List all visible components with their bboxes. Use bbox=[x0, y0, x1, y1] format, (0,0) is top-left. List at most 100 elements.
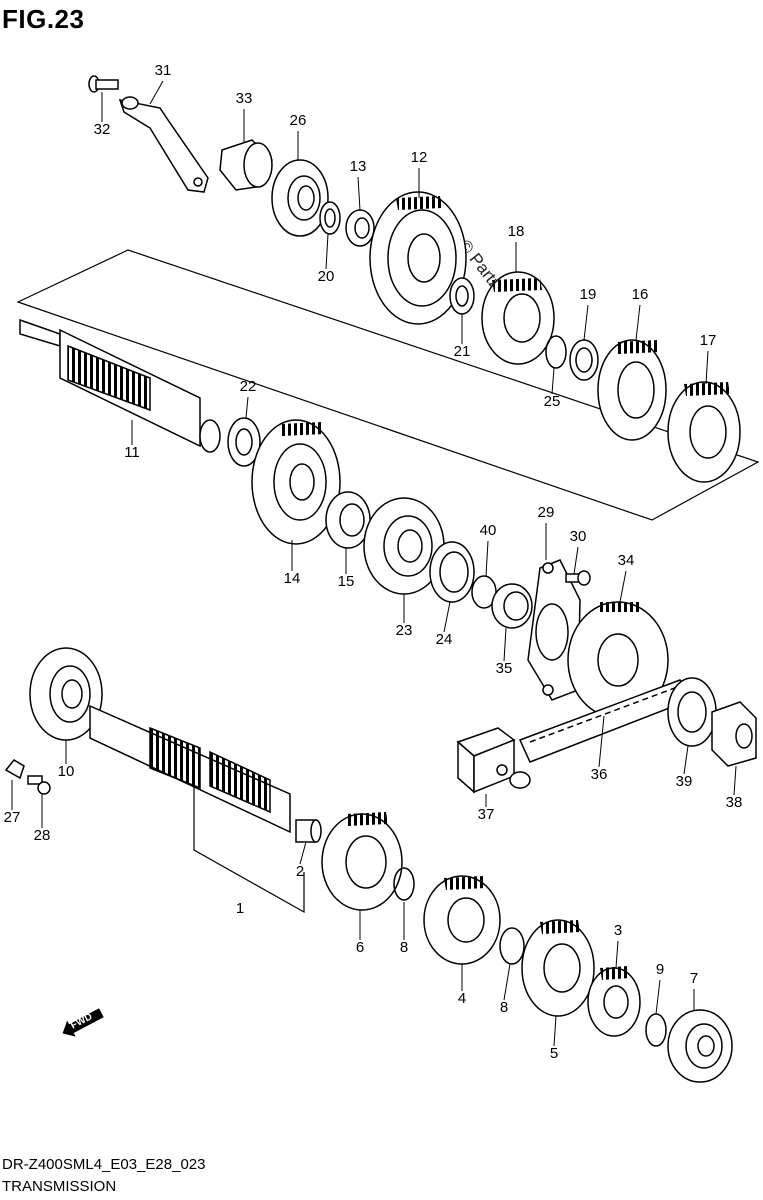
callout-20: 20 bbox=[318, 268, 335, 285]
leader-line-16 bbox=[635, 304, 641, 341]
callout-33: 33 bbox=[236, 90, 253, 107]
diagram-code: DR-Z400SML4_E03_E28_023 bbox=[2, 1156, 206, 1173]
callout-40: 40 bbox=[480, 522, 497, 539]
callout-15: 15 bbox=[338, 573, 355, 590]
part-bolt-32 bbox=[88, 75, 119, 93]
part-gear-18 bbox=[481, 271, 555, 365]
callout-26: 26 bbox=[290, 112, 307, 129]
callout-39: 39 bbox=[676, 773, 693, 790]
callout-21: 21 bbox=[454, 343, 471, 360]
part-bushing-15 bbox=[325, 491, 371, 549]
part-gear-6 bbox=[321, 812, 403, 911]
part-countershaft-11 bbox=[19, 318, 221, 453]
callout-25: 25 bbox=[544, 393, 561, 410]
part-gear-5 bbox=[521, 919, 595, 1017]
leader-line-24 bbox=[443, 601, 451, 633]
part-gear-14 bbox=[251, 419, 341, 545]
fwd-arrow-icon bbox=[62, 1008, 104, 1037]
fwd-arrow: FWD bbox=[58, 1005, 105, 1042]
leader-line-25 bbox=[551, 367, 555, 395]
callout-11: 11 bbox=[124, 444, 140, 461]
callout-4: 4 bbox=[458, 990, 466, 1007]
callout-3: 3 bbox=[614, 922, 622, 939]
part-screw-28 bbox=[27, 775, 51, 795]
part-gear-17 bbox=[667, 381, 741, 483]
callout-19: 19 bbox=[580, 286, 597, 303]
leader-line-8 bbox=[503, 963, 511, 1001]
part-gear-12 bbox=[369, 191, 467, 325]
part-lever-31 bbox=[118, 96, 209, 193]
callout-10: 10 bbox=[58, 763, 75, 780]
part-spacer-35 bbox=[491, 583, 533, 629]
callout-2: 2 bbox=[296, 863, 304, 880]
part-bearing-26 bbox=[271, 159, 329, 237]
part-nut-27 bbox=[4, 759, 25, 780]
callout-17: 17 bbox=[700, 332, 717, 349]
part-joint-37 bbox=[456, 727, 531, 794]
part-bearing-23 bbox=[363, 497, 445, 595]
part-bolt-30 bbox=[565, 570, 591, 586]
leader-line-40 bbox=[485, 540, 489, 577]
callout-5: 5 bbox=[550, 1045, 558, 1062]
leader-line-35 bbox=[503, 627, 507, 662]
part-bushing-2 bbox=[295, 819, 322, 843]
callout-1: 1 bbox=[236, 900, 244, 917]
part-bearing-7 bbox=[667, 1009, 733, 1083]
bracket-part-1 bbox=[193, 786, 305, 914]
callout-36: 36 bbox=[591, 766, 608, 783]
leader-line-5 bbox=[553, 1015, 557, 1047]
diagram-name: TRANSMISSION bbox=[2, 1178, 117, 1195]
leader-line-36 bbox=[598, 715, 605, 768]
leader-line-3 bbox=[615, 940, 619, 969]
leader-line-2 bbox=[299, 841, 307, 865]
callout-9: 9 bbox=[656, 961, 664, 978]
leader-line-31 bbox=[149, 80, 164, 105]
part-nut-38 bbox=[711, 701, 757, 767]
leader-line-20 bbox=[325, 233, 329, 270]
part-circlip-9 bbox=[645, 1013, 667, 1047]
callout-14: 14 bbox=[284, 570, 301, 587]
part-washer-22 bbox=[227, 417, 261, 467]
leader-line-39 bbox=[683, 745, 689, 775]
callout-16: 16 bbox=[632, 286, 649, 303]
part-washer-21 bbox=[449, 277, 475, 315]
callout-31: 31 bbox=[155, 62, 172, 79]
part-bearing-10 bbox=[29, 647, 103, 741]
leader-line-22 bbox=[245, 396, 249, 419]
part-circlip-8-lower bbox=[499, 927, 525, 965]
part-seal-24 bbox=[429, 541, 475, 603]
callout-38: 38 bbox=[726, 794, 743, 811]
callout-8: 8 bbox=[400, 939, 408, 956]
callout-24: 24 bbox=[436, 631, 453, 648]
part-lock-washer-39 bbox=[667, 677, 717, 747]
leader-line-34 bbox=[619, 570, 627, 603]
callout-35: 35 bbox=[496, 660, 513, 677]
part-collar-33 bbox=[219, 139, 273, 191]
part-washer-20 bbox=[319, 201, 341, 235]
callout-22: 22 bbox=[240, 378, 257, 395]
callout-8: 8 bbox=[500, 999, 508, 1016]
callout-34: 34 bbox=[618, 552, 635, 569]
leader-lines bbox=[11, 80, 737, 1047]
callout-6: 6 bbox=[356, 939, 364, 956]
leader-line-13 bbox=[357, 176, 361, 211]
leader-line-30 bbox=[573, 546, 579, 575]
leader-line-17 bbox=[705, 350, 709, 385]
callout-18: 18 bbox=[508, 223, 525, 240]
part-washer-19 bbox=[569, 339, 599, 381]
part-gear-3 bbox=[587, 966, 641, 1037]
leader-line-38 bbox=[733, 765, 737, 796]
figure-title: FIG.23 bbox=[2, 4, 85, 34]
callout-27: 27 bbox=[4, 809, 21, 826]
callout-7: 7 bbox=[690, 970, 698, 987]
leader-line-19 bbox=[583, 304, 589, 341]
callout-13: 13 bbox=[350, 158, 367, 175]
callout-32: 32 bbox=[94, 121, 111, 138]
part-circlip-8-upper bbox=[393, 867, 415, 901]
callout-37: 37 bbox=[478, 806, 495, 823]
countershaft-group-box bbox=[16, 249, 760, 521]
callout-12: 12 bbox=[411, 149, 428, 166]
callout-23: 23 bbox=[396, 622, 413, 639]
